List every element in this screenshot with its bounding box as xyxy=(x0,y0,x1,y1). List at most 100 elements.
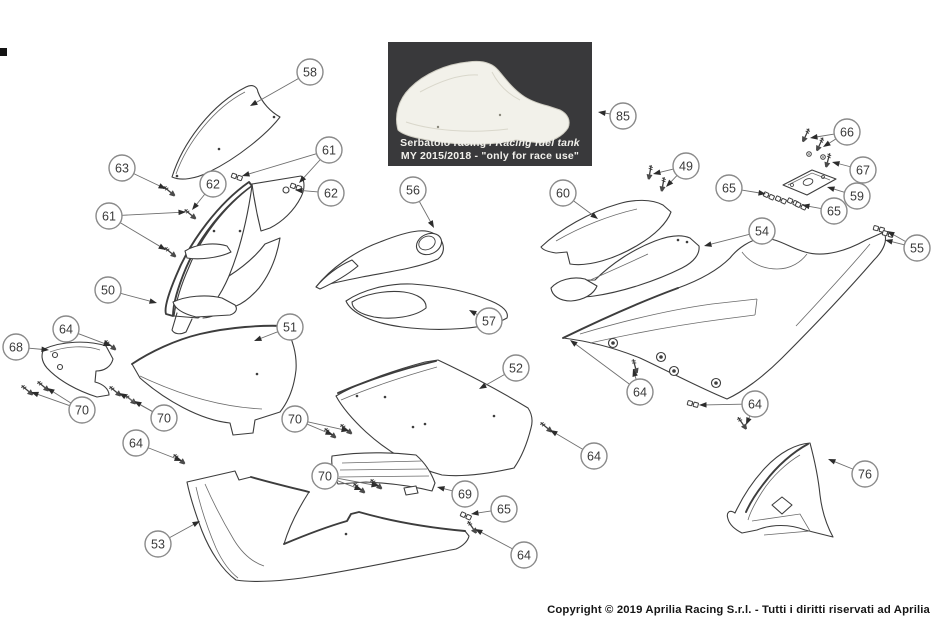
callout-balloon xyxy=(672,152,700,180)
leader-line xyxy=(119,222,162,248)
leader-arrowhead xyxy=(823,140,831,147)
part-winglet-bracket xyxy=(41,341,114,398)
leader-line xyxy=(258,331,279,340)
callout-balloon xyxy=(502,354,530,382)
leader-line xyxy=(138,403,153,412)
callout-number: 57 xyxy=(482,314,496,328)
leader-arrowhead xyxy=(704,241,712,247)
leader-line xyxy=(300,190,319,193)
part-front-fender xyxy=(726,442,834,538)
callout-number: 50 xyxy=(101,283,115,297)
panel-hole xyxy=(212,229,216,233)
callout-balloon xyxy=(296,58,324,86)
callout-balloon xyxy=(903,234,931,262)
callout-balloon xyxy=(510,541,538,569)
leader-arrowhead xyxy=(827,186,835,192)
callout-number: 63 xyxy=(115,161,129,175)
leader-line xyxy=(247,153,317,175)
callout-59: 59 xyxy=(827,182,871,210)
leader-line xyxy=(121,211,181,216)
callout-balloon xyxy=(199,170,227,198)
leader-line xyxy=(307,421,344,431)
callout-70: 70 xyxy=(281,405,349,435)
leader-line xyxy=(704,403,743,406)
callout-number: 70 xyxy=(288,412,302,426)
leader-arrowhead xyxy=(192,521,200,528)
leader-line xyxy=(554,432,584,450)
screw-icon xyxy=(802,128,811,143)
callout-70: 70 xyxy=(119,393,178,432)
leader-arrowhead xyxy=(590,212,598,219)
screw-icon xyxy=(184,209,197,220)
callout-balloon xyxy=(609,102,637,130)
leader-arrowhead xyxy=(341,426,349,433)
leader-arrowhead xyxy=(192,202,199,210)
leader-arrowhead xyxy=(31,391,40,398)
callout-number: 56 xyxy=(406,183,420,197)
panel-hole xyxy=(355,394,359,398)
clip-icon xyxy=(230,172,243,182)
grommet xyxy=(607,337,619,349)
leader-line xyxy=(51,390,72,404)
leader-line xyxy=(832,460,854,470)
leader-line xyxy=(147,447,178,460)
callout-balloon xyxy=(849,156,877,184)
leader-line xyxy=(807,205,822,210)
leader-arrowhead xyxy=(325,429,333,435)
callout-number: 53 xyxy=(151,537,165,551)
callout-64: 64 xyxy=(699,390,769,425)
leader-line xyxy=(78,333,107,345)
inset-photo-fuel-tank: Serbatoio racing / Racing fuel tank MY 2… xyxy=(388,42,592,166)
callout-balloon xyxy=(549,179,577,207)
screw-icon xyxy=(646,164,653,180)
callout-balloon xyxy=(276,313,304,341)
screw-icon xyxy=(540,422,553,433)
part-belly-pan xyxy=(186,470,470,582)
panel-hole xyxy=(383,395,387,399)
screw-icon xyxy=(109,386,122,397)
leader-arrowhead xyxy=(47,388,55,395)
callout-number: 70 xyxy=(157,411,171,425)
leader-arrowhead xyxy=(295,187,303,194)
callout-number: 66 xyxy=(840,125,854,139)
grommet xyxy=(655,351,667,363)
nose-winglet xyxy=(172,295,237,318)
callout-58: 58 xyxy=(250,58,324,106)
screw-icon xyxy=(163,186,176,197)
callout-64: 64 xyxy=(550,430,608,470)
panel-holes-layer xyxy=(175,115,689,536)
callout-balloon xyxy=(475,307,503,335)
callout-number: 64 xyxy=(59,322,73,336)
leader-arrowhead xyxy=(158,243,166,250)
callout-number: 67 xyxy=(856,163,870,177)
callout-balloon xyxy=(144,530,172,558)
callout-number: 61 xyxy=(322,143,336,157)
clip-icon xyxy=(762,191,775,201)
leader-line xyxy=(574,342,630,385)
leader-line xyxy=(28,347,44,350)
callout-number: 65 xyxy=(722,181,736,195)
screw-icon xyxy=(164,247,177,258)
callout-53: 53 xyxy=(144,521,200,558)
callout-number: 62 xyxy=(324,186,338,200)
panel-hole xyxy=(272,115,276,119)
leader-arrowhead xyxy=(158,183,166,189)
leader-arrowhead xyxy=(550,430,558,437)
leader-line xyxy=(837,162,851,168)
callout-number: 64 xyxy=(748,397,762,411)
callout-balloon xyxy=(748,217,776,245)
callout-balloon xyxy=(317,179,345,207)
leader-line xyxy=(479,531,513,550)
callout-85: 85 xyxy=(598,102,637,130)
callout-balloon xyxy=(2,333,30,361)
callout-68: 68 xyxy=(2,333,49,361)
callout-balloon xyxy=(281,405,309,433)
callout-number: 61 xyxy=(102,209,116,223)
callout-number: 64 xyxy=(633,385,647,399)
leader-arrowhead xyxy=(371,481,379,488)
leader-line xyxy=(336,480,358,489)
callout-64: 64 xyxy=(122,429,182,461)
clip-icon xyxy=(686,400,699,408)
panel-hole xyxy=(217,147,221,151)
clip-icon xyxy=(774,195,787,205)
